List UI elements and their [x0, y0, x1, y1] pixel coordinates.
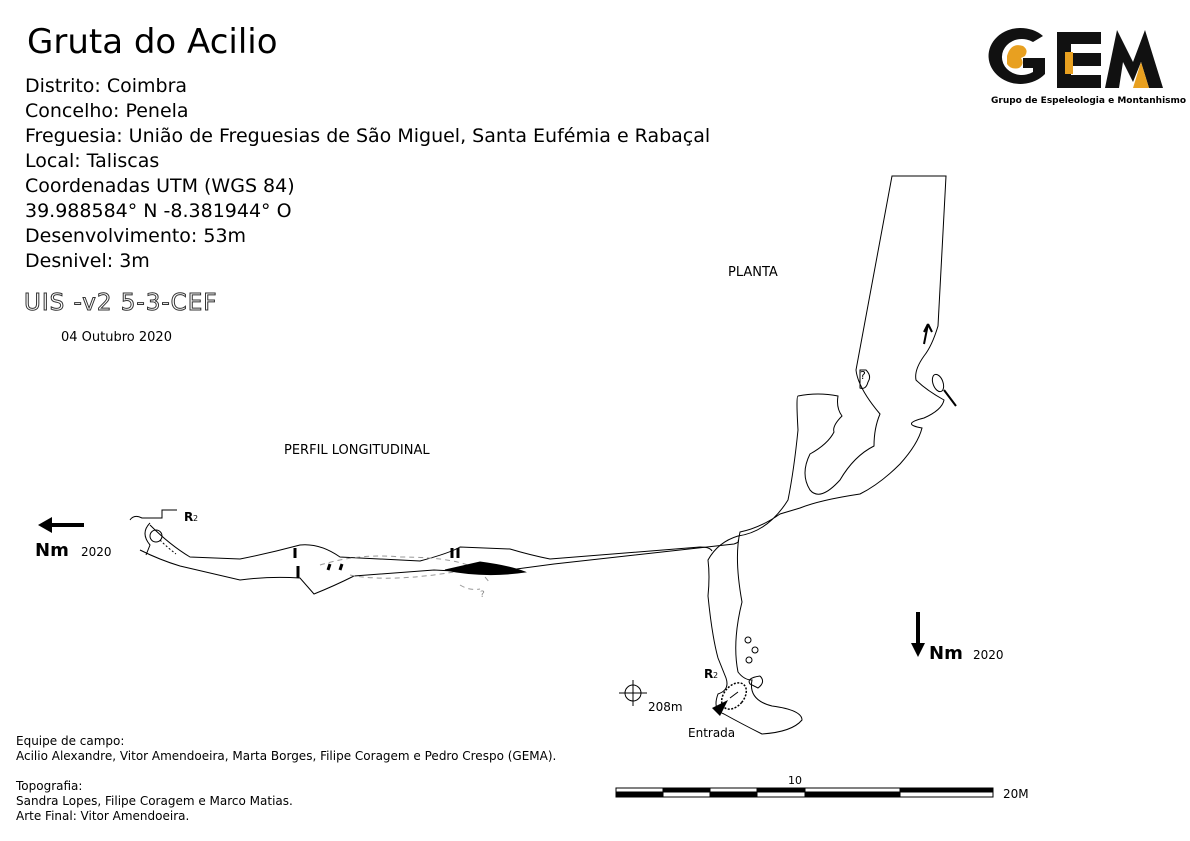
entrance-pit: [712, 682, 748, 716]
plan-north-label: Nm: [929, 643, 963, 664]
profile-outline-upper: [129, 509, 713, 562]
info-coord-system: Coordenadas UTM (WGS 84): [25, 175, 295, 197]
profile-section: [129, 509, 739, 595]
altitude-marker-icon: [619, 680, 647, 706]
topo-heading: Topografia:: [16, 779, 83, 793]
scale-end-label: 20M: [1003, 787, 1029, 801]
gem-logo-icon: [988, 27, 1163, 88]
plan-north-arrow: [911, 612, 925, 657]
scale-bar: [615, 787, 994, 798]
info-local: Local: Taliscas: [25, 150, 160, 172]
profile-rope-sub: 2: [193, 514, 198, 523]
plan-label: PLANTA: [728, 265, 778, 280]
info-development: Desenvolvimento: 53m: [25, 225, 247, 247]
info-coordinates: 39.988584° N -8.381944° O: [25, 200, 292, 222]
plan-rope-label: R: [704, 667, 713, 681]
topo-members: Sandra Lopes, Filipe Coragem e Marco Mat…: [16, 794, 293, 808]
entrance-label: Entrada: [688, 726, 735, 740]
info-depth: Desnivel: 3m: [25, 250, 150, 272]
profile-rope-label: R: [184, 510, 193, 524]
profile-question: ?: [480, 590, 485, 600]
uis-code: UIS -v2 5-3-CEF: [23, 290, 218, 317]
team-heading: Equipe de campo:: [16, 734, 125, 748]
final-art: Arte Final: Vitor Amendoeira.: [16, 809, 190, 823]
scale-mid-label: 10: [788, 774, 802, 787]
profile-sediment: [444, 561, 527, 576]
info-parish: Freguesia: União de Freguesias de São Mi…: [25, 125, 711, 147]
altitude-label: 208m: [648, 700, 683, 714]
profile-outline-lower: [139, 539, 739, 595]
profile-label: PERFIL LONGITUDINAL: [284, 443, 430, 458]
info-district: Distrito: Coimbra: [25, 75, 188, 97]
profile-north-year: 2020: [81, 545, 112, 559]
plan-outline: [707, 175, 947, 735]
info-municipality: Concelho: Penela: [25, 100, 189, 122]
gem-logo: [985, 22, 1175, 114]
profile-north-label: Nm: [35, 540, 69, 561]
plan-rope-sub: 2: [713, 671, 718, 680]
map-title: Gruta do Acilio: [27, 22, 278, 62]
entrance-arrow-icon: [712, 700, 728, 716]
plan-north-year: 2020: [973, 648, 1004, 662]
logo-subtitle: Grupo de Espeleologia e Montanhismo: [991, 96, 1187, 106]
plan-question: ?: [860, 369, 866, 382]
survey-date: 04 Outubro 2020: [61, 330, 172, 345]
team-members: Acilio Alexandre, Vitor Amendoeira, Mart…: [16, 749, 557, 763]
profile-north-arrow: [38, 517, 84, 533]
profile-dashed-floor: [319, 555, 491, 590]
